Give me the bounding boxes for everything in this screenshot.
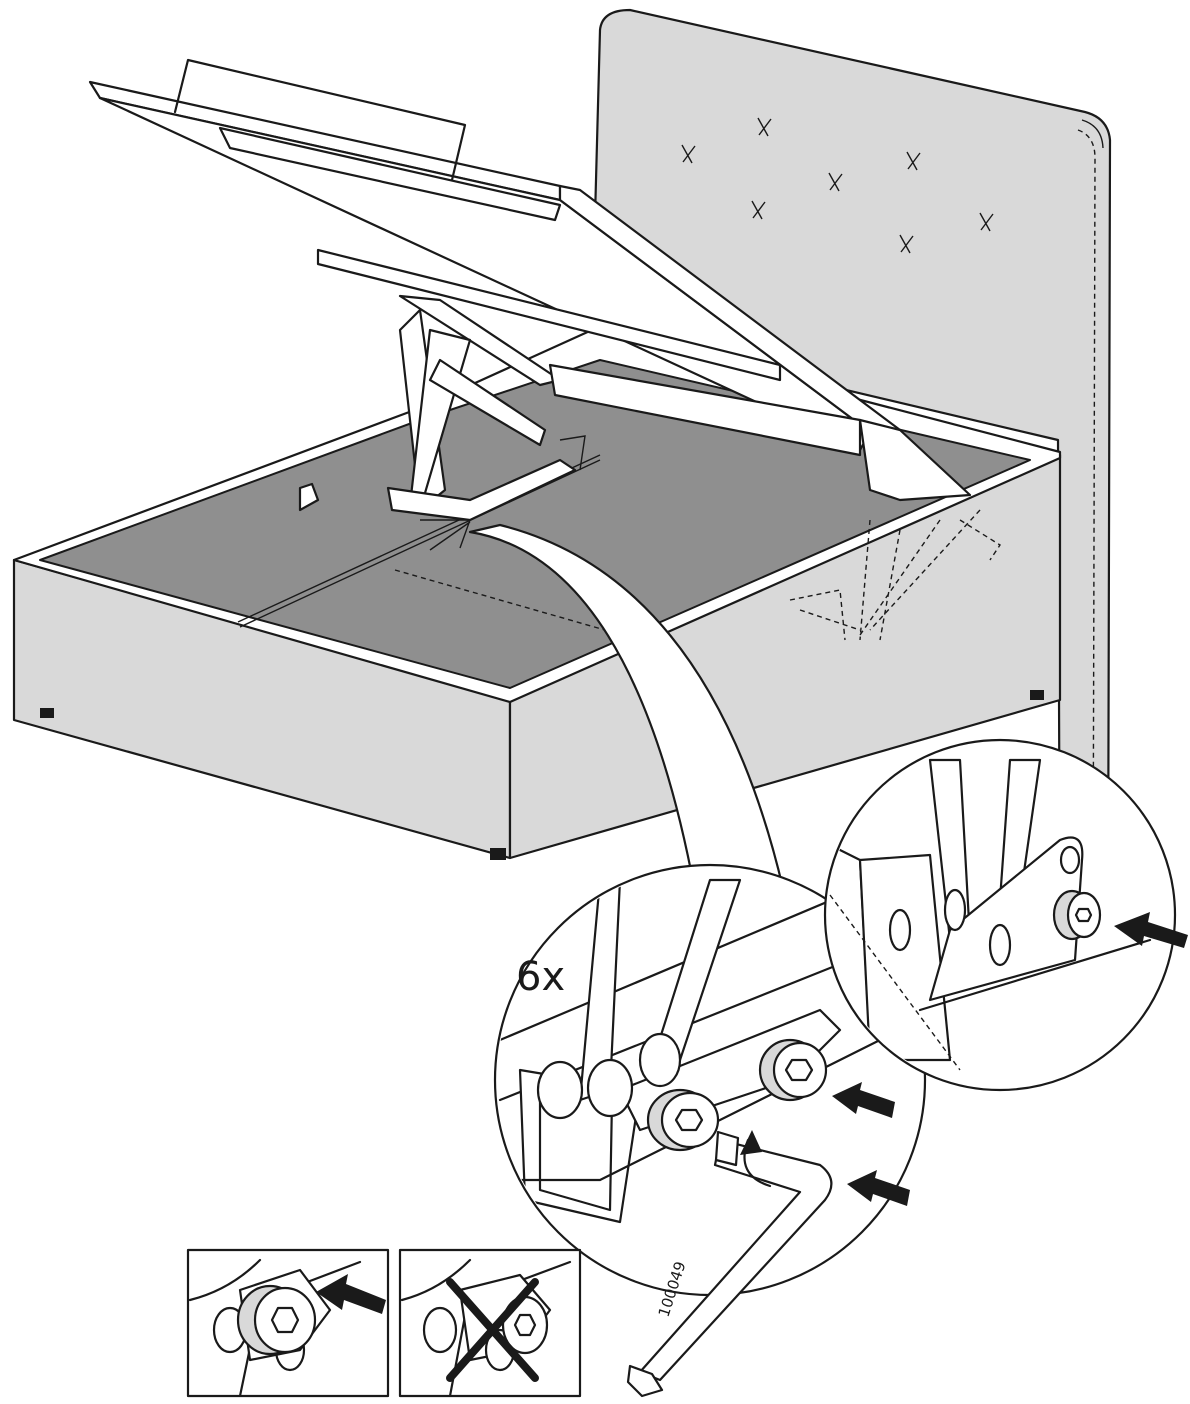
arrow-icon [1114,912,1188,948]
detail-headboard-bolt [823,738,1177,1092]
allen-key [626,1130,833,1398]
cross-icon [446,1278,539,1382]
lift-mechanism-hidden [789,418,1001,641]
incorrect-example [398,1248,582,1398]
lift-mechanism [298,308,586,551]
headboard [590,8,1112,954]
bolt-3 [1052,889,1102,941]
correct-example [186,1248,390,1398]
bolt-1 [646,1088,720,1152]
bolt-2 [758,1038,828,1102]
arrow-icon [832,1082,910,1206]
lift-up-slatted-frame [88,58,902,457]
tuft-buttons [681,117,994,254]
quantity-label: 6x [516,954,565,1000]
